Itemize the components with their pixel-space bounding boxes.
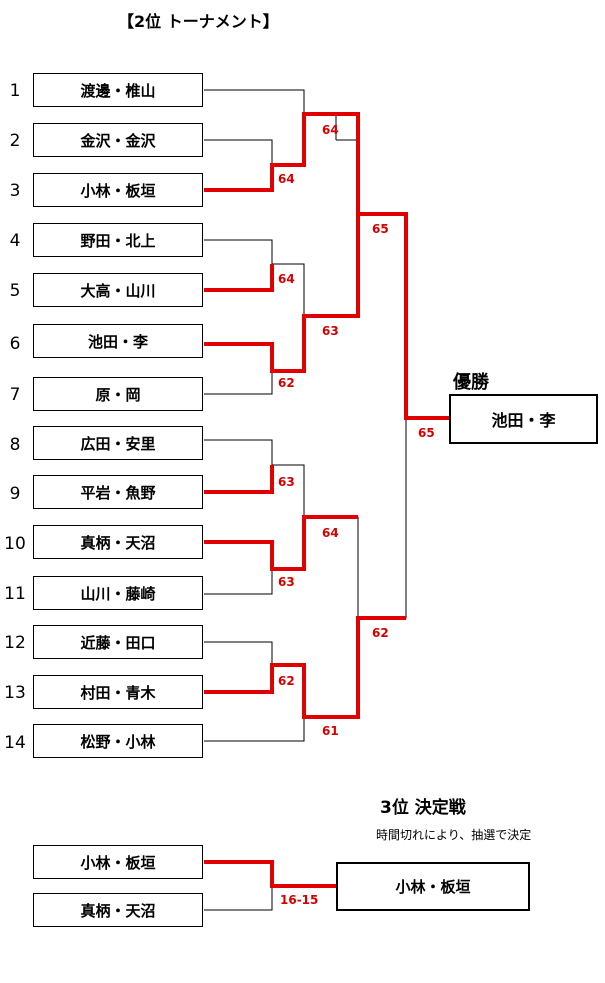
line-q1-to-top-semi <box>336 139 359 214</box>
team-box: 大高・山川 <box>33 273 203 307</box>
team-box: 村田・青木 <box>33 675 203 709</box>
winning-lines <box>204 112 449 888</box>
match-score: 62 <box>372 626 389 640</box>
match-score: 61 <box>322 724 339 738</box>
seed-number: 3 <box>9 181 21 201</box>
team-box: 松野・小林 <box>33 724 203 758</box>
match-score: 62 <box>278 674 295 688</box>
seed-number: 9 <box>9 484 21 504</box>
page-title: 【2位 トーナメント】 <box>118 12 279 31</box>
seed-number: 1 <box>9 81 21 101</box>
line-seed-12 <box>204 641 273 665</box>
seed-number: 8 <box>9 435 21 455</box>
line-seed-14 <box>204 717 305 742</box>
line-q3-to-bottom-semi <box>336 516 359 618</box>
win-seed-6 <box>204 214 360 373</box>
team-box: 原・岡 <box>33 377 203 411</box>
third-place-title: 3位 決定戦 <box>380 798 466 818</box>
line-seed-4 <box>204 239 273 264</box>
team-box: 渡邊・椎山 <box>33 73 203 107</box>
line-seed-2 <box>204 139 273 165</box>
match-score: 63 <box>322 324 339 338</box>
match-score: 64 <box>278 272 295 286</box>
third-place-note: 時間切れにより、抽選で決定 <box>376 828 532 842</box>
seed-number: 14 <box>4 733 26 753</box>
match-score: 62 <box>278 376 295 390</box>
line-seed-8 <box>204 439 273 465</box>
line-q2-upper <box>272 263 305 316</box>
seed-number: 11 <box>4 584 26 604</box>
seed-number: 12 <box>4 633 26 653</box>
win-seed-5 <box>204 264 274 292</box>
seed-number: 7 <box>9 385 21 405</box>
line-bottom-semi-to-final <box>358 420 407 619</box>
win-third-team-1 <box>204 860 336 888</box>
third-place-winner-box: 小林・板垣 <box>336 862 530 911</box>
team-box: 平岩・魚野 <box>33 475 203 509</box>
seed-number: 6 <box>9 334 21 354</box>
third-team-box: 真柄・天沼 <box>33 893 203 927</box>
win-seed-9 <box>204 465 274 494</box>
win-seed-13 <box>204 616 406 719</box>
line-seed-1 <box>204 89 305 114</box>
seed-number: 4 <box>9 231 21 251</box>
line-seed-7 <box>204 371 273 395</box>
match-score: 65 <box>418 426 435 440</box>
win-seed-3 <box>204 112 449 420</box>
match-score: 63 <box>278 575 295 589</box>
team-box: 野田・北上 <box>33 223 203 257</box>
champion-label: 優勝 <box>453 372 489 393</box>
team-box: 真柄・天沼 <box>33 525 203 559</box>
match-score: 64 <box>322 123 339 137</box>
third-team-box: 小林・板垣 <box>33 845 203 879</box>
team-box: 山川・藤崎 <box>33 576 203 610</box>
match-score: 63 <box>278 475 295 489</box>
line-q3-upper <box>272 464 305 517</box>
champion-box: 池田・李 <box>449 394 598 444</box>
win-seed-10 <box>204 515 358 571</box>
team-box: 池田・李 <box>33 324 203 358</box>
team-box: 広田・安里 <box>33 426 203 460</box>
seed-number: 10 <box>4 534 26 554</box>
seed-number: 5 <box>9 281 21 301</box>
match-score: 64 <box>322 526 339 540</box>
match-score: 65 <box>372 222 389 236</box>
seed-number: 13 <box>4 683 26 703</box>
line-third-team-2 <box>204 886 273 911</box>
match-score: 64 <box>278 172 295 186</box>
team-box: 近藤・田口 <box>33 625 203 659</box>
third-place-score: 16-15 <box>280 893 319 907</box>
team-box: 小林・板垣 <box>33 173 203 207</box>
seed-number: 2 <box>9 131 21 151</box>
team-box: 金沢・金沢 <box>33 123 203 157</box>
line-seed-11 <box>204 569 273 595</box>
